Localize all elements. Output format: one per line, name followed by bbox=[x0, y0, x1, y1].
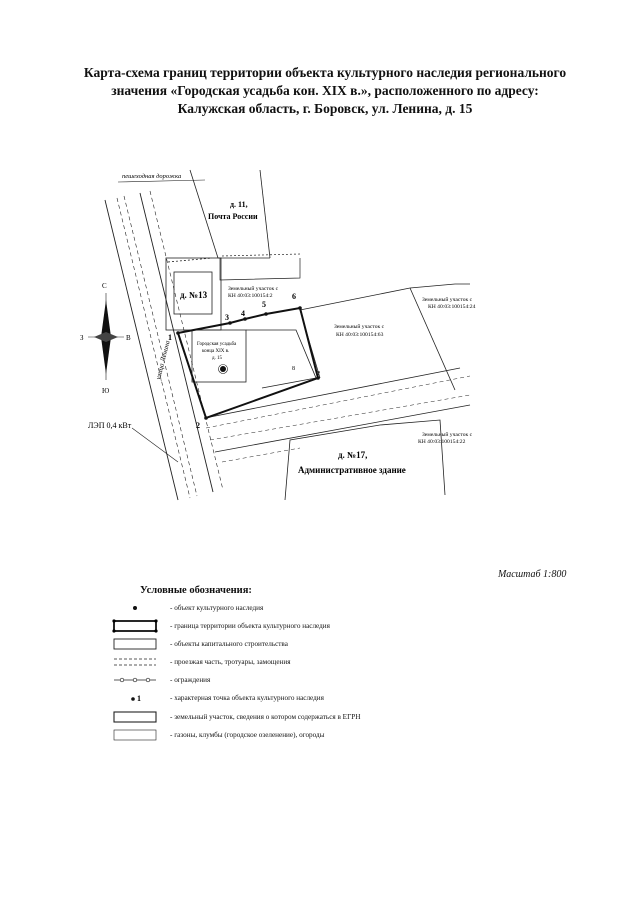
object-marker-ring bbox=[218, 364, 228, 374]
point-3: 3 bbox=[225, 313, 229, 322]
legend-text: - объекты капитального строительства bbox=[170, 640, 288, 649]
legend-text: - проезжая часть, тротуары, замощения bbox=[170, 658, 291, 667]
object-label-1: Городская усадьба bbox=[197, 342, 237, 347]
object-building bbox=[191, 329, 317, 389]
plot-63-label-1: Земельный участок с bbox=[334, 323, 385, 330]
legend-text: - земельный участок, сведения о котором … bbox=[170, 712, 361, 721]
house-13-label: д. №13 bbox=[180, 290, 208, 300]
legend-item: - объекты капитального строительства bbox=[112, 636, 532, 652]
fence-top bbox=[219, 253, 301, 281]
compass-east: В bbox=[126, 334, 131, 342]
title-line-3: Калужская область, г. Боровск, ул. Ленин… bbox=[177, 101, 473, 116]
legend-item: - земельный участок, сведения о котором … bbox=[112, 709, 532, 725]
legend-text: - ограждения bbox=[170, 676, 211, 685]
plot-2-label-2: КН 40:03:100154:2 bbox=[228, 293, 273, 299]
document-title: Карта-схема границ территории объекта ку… bbox=[40, 64, 610, 118]
legend-text: - объект культурного наследия bbox=[170, 604, 264, 612]
characteristic-point-icon: 1 bbox=[131, 694, 141, 703]
plot-24 bbox=[299, 283, 470, 391]
point-1: 1 bbox=[168, 333, 172, 342]
object-marker-icon bbox=[220, 366, 226, 372]
object-label-2: конца XIX в. bbox=[202, 349, 229, 354]
legend-item: - газоны, клумбы (городское озеленение),… bbox=[112, 727, 532, 743]
plot-24-label-2: КН 40:03:100154:24 bbox=[428, 304, 476, 310]
lower-road bbox=[204, 367, 471, 463]
fence-icon bbox=[114, 678, 156, 683]
house-11-number: д. 11, bbox=[230, 200, 248, 209]
plot-22-label-2: КН 40:03:100154:22 bbox=[418, 439, 466, 445]
point-4: 4 bbox=[241, 309, 245, 318]
territory-boundary bbox=[177, 306, 320, 420]
legend-item: - граница территории объекта культурного… bbox=[112, 618, 532, 634]
point-5: 5 bbox=[262, 300, 266, 309]
svg-text:1: 1 bbox=[137, 694, 141, 703]
house-17 bbox=[284, 419, 446, 501]
street-edges bbox=[104, 179, 224, 501]
legend-title: Условные обозначения: bbox=[140, 585, 252, 596]
characteristic-points bbox=[176, 306, 320, 420]
object-label-3: д. 15 bbox=[212, 356, 223, 361]
land-plot-icon bbox=[113, 711, 157, 723]
street-label: улица Ленина bbox=[154, 339, 172, 381]
legend-item: - объект культурного наследия bbox=[112, 600, 532, 616]
legend-item: - ограждения bbox=[112, 672, 532, 688]
house-17-number: д. №17, bbox=[338, 450, 367, 460]
power-line-label: ЛЭП 0,4 кВт bbox=[88, 421, 132, 430]
territory-boundary-icon bbox=[112, 619, 158, 633]
point-2: 2 bbox=[196, 421, 200, 430]
power-line bbox=[131, 427, 179, 463]
plot-22-label-1: Земельный участок с bbox=[422, 431, 473, 438]
legend-item: 1 - характерная точка объекта культурног… bbox=[112, 690, 532, 706]
capital-building-icon bbox=[113, 638, 157, 650]
point-8: 8 bbox=[292, 366, 295, 372]
lawn-icon bbox=[113, 729, 157, 740]
plot-2-label-1: Земельный участок с bbox=[228, 285, 279, 292]
legend-item: - проезжая часть, тротуары, замощения bbox=[112, 654, 532, 670]
title-line-1: Карта-схема границ территории объекта ку… bbox=[83, 65, 567, 80]
cadastral-map: пешеходная дорожка улица Ленина д. 11, П… bbox=[80, 169, 476, 501]
legend-text: - характерная точка объекта культурного … bbox=[170, 694, 324, 703]
object-dot-icon bbox=[133, 606, 137, 610]
point-6: 6 bbox=[292, 292, 296, 301]
house-17-name: Административное здание bbox=[298, 465, 406, 475]
roadway-dashed-icon bbox=[114, 658, 156, 666]
footpath-label: пешеходная дорожка bbox=[122, 173, 181, 180]
house-11 bbox=[189, 169, 271, 259]
compass-icon bbox=[88, 293, 124, 380]
plot-24-label-1: Земельный участок с bbox=[422, 296, 473, 303]
house-11-name: Почта России bbox=[208, 212, 258, 221]
compass-south: Ю bbox=[102, 387, 109, 395]
compass-west: З bbox=[80, 334, 84, 342]
compass-north: С bbox=[102, 282, 107, 290]
title-line-2: значения «Городская усадьба кон. XIX в.»… bbox=[111, 83, 539, 98]
legend-text: - граница территории объекта культурного… bbox=[170, 622, 330, 631]
plot-63-label-2: КН 40:03:100154:63 bbox=[336, 332, 384, 338]
legend-text: - газоны, клумбы (городское озеленение),… bbox=[170, 730, 325, 739]
scale-label: Масштаб 1:800 bbox=[498, 569, 567, 580]
point-7: 7 bbox=[316, 370, 320, 379]
legend: - объект культурного наследия - граница … bbox=[112, 600, 532, 745]
